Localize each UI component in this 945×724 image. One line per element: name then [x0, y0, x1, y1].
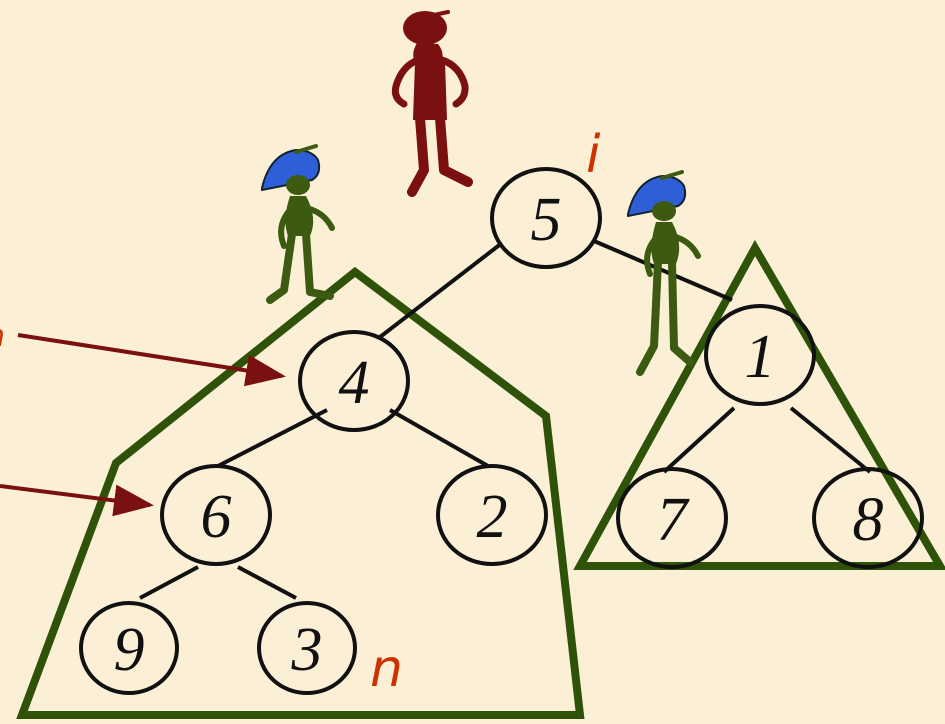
tree-node: 1 [704, 304, 816, 406]
green-pirate-icon [261, 144, 335, 304]
tree-node: 7 [616, 467, 728, 569]
tree-edge [593, 239, 733, 302]
node-label: 5 [531, 186, 562, 254]
tree-node: 2 [436, 464, 548, 566]
red-person-icon [391, 10, 473, 197]
arrow-to-node-4 [17, 333, 286, 387]
tree-node: 3 [257, 601, 357, 695]
node-label: 4 [339, 349, 370, 417]
tree-edge [237, 565, 297, 600]
annotation-i: i [586, 125, 601, 185]
tree-edge [389, 408, 489, 468]
arrow-to-node-6 [0, 484, 154, 517]
annotation-n: n [370, 639, 403, 699]
tree-node: 8 [812, 467, 924, 569]
node-label: 2 [477, 483, 508, 551]
node-label: 6 [201, 483, 232, 551]
right-subtree-outline [573, 239, 945, 570]
left-subtree-outline [16, 266, 585, 719]
tree-node: 6 [160, 464, 272, 566]
node-label: 8 [853, 486, 884, 554]
tree-edge [662, 406, 736, 474]
tree-edge [789, 406, 872, 474]
node-label: 1 [745, 323, 776, 391]
node-label: 9 [114, 616, 145, 684]
node-label: 3 [291, 616, 323, 684]
tree-edge [378, 241, 504, 339]
tree-edge [217, 408, 328, 468]
node-label: 7 [657, 486, 691, 554]
green-pirate-icon [627, 170, 701, 376]
tree-node: 9 [79, 601, 179, 695]
tree-node: 4 [298, 330, 410, 432]
tree-edges [139, 239, 872, 600]
tree-edge [139, 565, 199, 600]
tree-node: 5 [490, 167, 602, 269]
partial-annotation-label: n [0, 319, 5, 354]
